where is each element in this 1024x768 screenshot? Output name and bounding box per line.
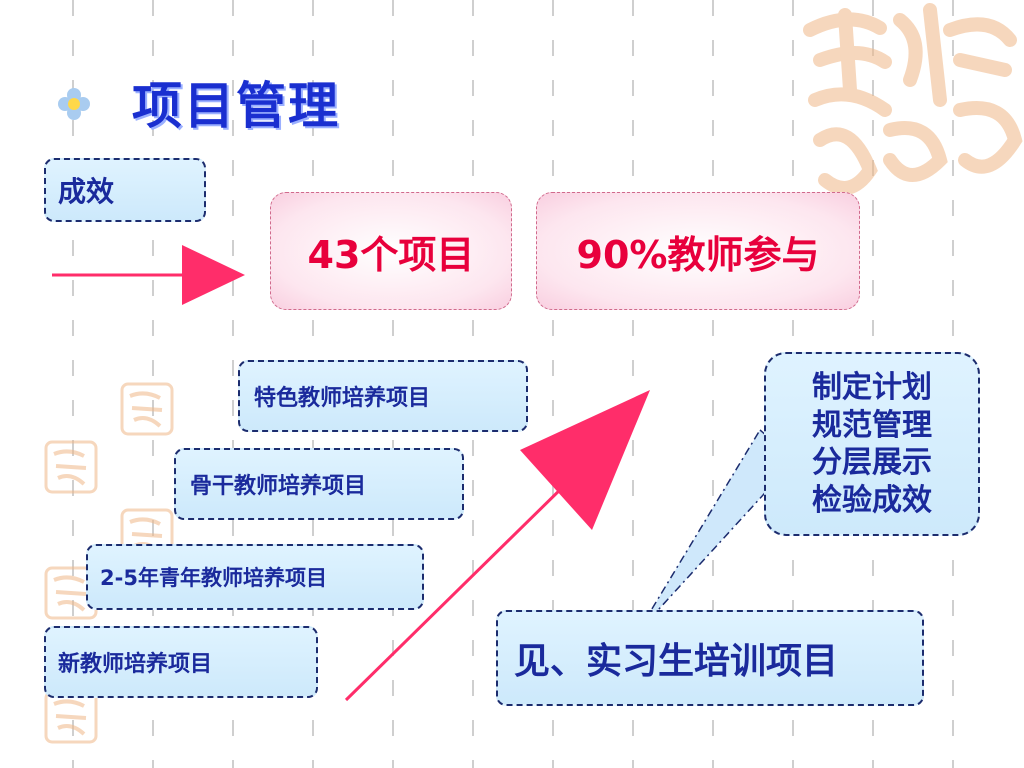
- callout-line-1: 制定计划: [812, 370, 932, 405]
- auspicious-seal-icon: [120, 382, 174, 436]
- project-young-teacher-text: 2-5年青年教师培养项目: [100, 566, 327, 590]
- page-title: 项目管理: [132, 77, 340, 135]
- auspicious-seal-icon: [44, 440, 98, 494]
- callout-line-3: 分层展示: [812, 445, 932, 480]
- project-key-teacher: 骨干教师培养项目: [174, 448, 464, 520]
- project-new-teacher: 新教师培养项目: [44, 626, 318, 698]
- project-new-teacher-text: 新教师培养项目: [58, 652, 213, 677]
- callout-bubble: 制定计划 规范管理 分层展示 检验成效: [764, 352, 980, 536]
- stat-teachers-text: 90%教师参与: [576, 232, 820, 277]
- outcome-text: 成效: [58, 175, 115, 208]
- flower-bullet-icon: [58, 88, 90, 120]
- outcome-arrow: [52, 245, 245, 305]
- outcome-label: 成效: [44, 158, 206, 222]
- stat-projects-text: 43个项目: [307, 232, 475, 277]
- auspicious-seal-icon: [803, 3, 1023, 195]
- project-key-teacher-text: 骨干教师培养项目: [190, 474, 367, 499]
- project-featured-teacher: 特色教师培养项目: [238, 360, 528, 432]
- stat-teachers: 90%教师参与: [536, 192, 860, 310]
- project-intern-text: 见、实习生培训项目: [514, 641, 839, 682]
- callout-line-2: 规范管理: [812, 407, 932, 443]
- stat-projects: 43个项目: [270, 192, 512, 310]
- project-young-teacher: 2-5年青年教师培养项目: [86, 544, 424, 610]
- callout-line-4: 检验成效: [812, 482, 932, 518]
- project-intern: 见、实习生培训项目: [496, 610, 924, 706]
- project-featured-teacher-text: 特色教师培养项目: [254, 386, 431, 411]
- auspicious-seal-icon: [44, 690, 98, 744]
- growth-arrow: [344, 390, 650, 702]
